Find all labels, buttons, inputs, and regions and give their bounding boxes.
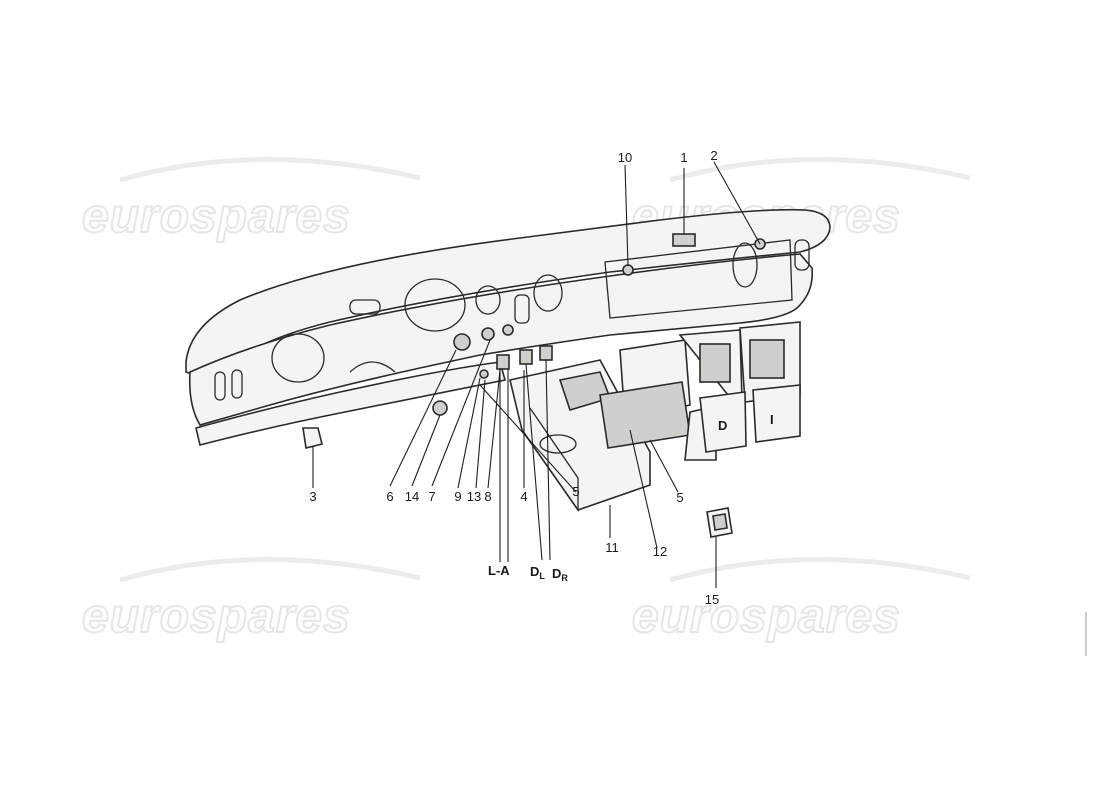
callout-4: 4 [520, 489, 527, 504]
knob-small [481, 327, 495, 341]
warning-lamp-panel [349, 299, 381, 315]
callout-dl-main: D [530, 564, 539, 579]
callout-8: 8 [484, 489, 491, 504]
watermark-group: eurospares eurospares eurospares eurospa… [81, 157, 971, 644]
callout-labels: 1 2 3 4 5 5 6 7 8 9 10 11 12 13 14 15 L-… [309, 148, 719, 607]
switch-dl [519, 349, 533, 365]
callout-5b: 5 [676, 490, 683, 505]
mounting-bracket [302, 427, 323, 449]
vent-slot-left-2 [231, 369, 243, 399]
callout-6: 6 [386, 489, 393, 504]
callout-12: 12 [653, 544, 667, 559]
console-ashtray [539, 434, 577, 454]
callout-11: 11 [605, 540, 619, 555]
vent-outlet-left [699, 391, 747, 453]
ignition-switch [453, 333, 471, 351]
callout-dr-sub: R [561, 573, 568, 583]
vent-outlet-right [752, 384, 801, 443]
switch-nut [479, 369, 489, 379]
watermark-text: eurospares [82, 590, 351, 643]
dashboard-face [188, 253, 814, 426]
callout-la: L-A [488, 563, 510, 578]
watermark-bottom-left: eurospares [81, 557, 421, 644]
glovebox-lid [604, 239, 793, 319]
gauge-small [475, 285, 501, 315]
vent-grille-left [699, 343, 731, 383]
callout-7: 7 [428, 489, 435, 504]
warning-lamp-slot [514, 294, 530, 324]
callout-1: 1 [680, 150, 687, 165]
dashboard-top-pad [185, 208, 831, 376]
dashboard-lower-rail [195, 361, 507, 446]
callout-dr-main: D [552, 566, 561, 581]
watermark-top-left: eurospares [81, 157, 421, 244]
callout-3: 3 [309, 489, 316, 504]
trim-screw [622, 264, 634, 276]
gauge-center [404, 278, 466, 332]
callout-dl-sub: L [539, 571, 545, 581]
heater-vent-assembly: D I [599, 321, 801, 461]
vent-grille-right [749, 339, 785, 379]
loose-switch-15 [706, 507, 733, 538]
callout-14: 14 [405, 489, 419, 504]
callout-10: 10 [618, 150, 632, 165]
watermark-bottom-right: eurospares [631, 557, 971, 644]
switch-dr [539, 345, 553, 361]
gauge-left [271, 333, 325, 383]
callout-13: 13 [467, 489, 481, 504]
callout-5a: 5 [572, 484, 579, 499]
switch-rocker [712, 513, 728, 531]
vent-mark-right: I [770, 412, 774, 427]
callout-2: 2 [710, 148, 717, 163]
glovebox-lock [672, 233, 696, 247]
knob-lower [432, 400, 448, 416]
gauge-right [533, 274, 563, 312]
callout-dl: DL [530, 564, 545, 581]
dashboard-assembly [185, 208, 831, 449]
watermark-text: eurospares [632, 590, 901, 643]
callout-dr: DR [552, 566, 568, 583]
vent-slot-right [794, 239, 810, 271]
console-edge [521, 407, 579, 513]
knob-choke [502, 324, 514, 336]
callout-9: 9 [454, 489, 461, 504]
switch-la [496, 354, 510, 370]
callout-15: 15 [705, 592, 719, 607]
watermark-text: eurospares [82, 190, 351, 243]
steering-recess [349, 361, 396, 373]
glovebox-lamp [732, 242, 758, 288]
vent-slot-left-1 [214, 371, 226, 401]
leader-lines [312, 161, 761, 588]
vent-mark-left: D [718, 418, 727, 433]
